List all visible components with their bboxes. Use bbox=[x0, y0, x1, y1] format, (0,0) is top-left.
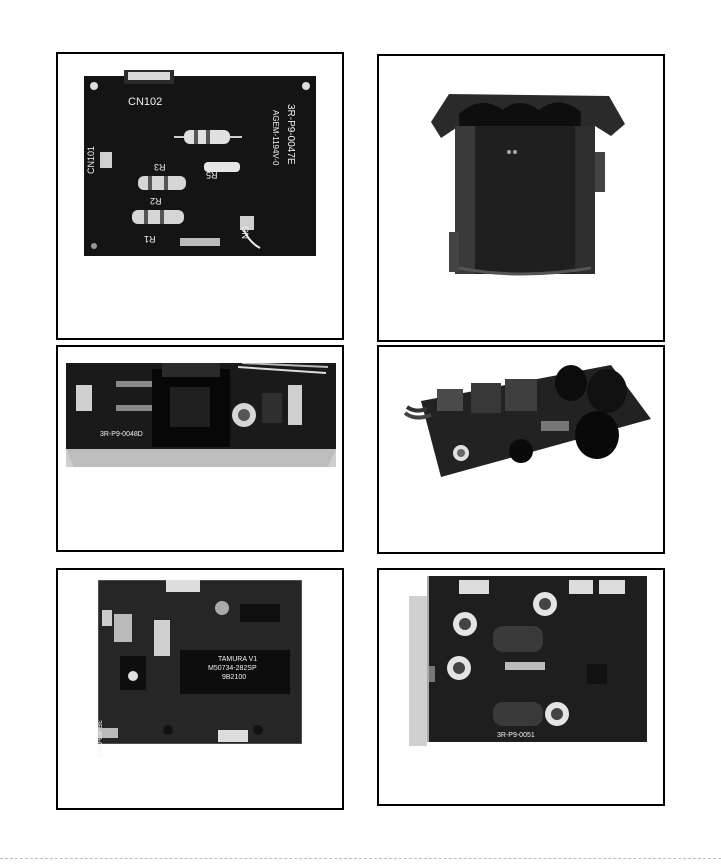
label-part-no: 3R-P9-0051 bbox=[497, 732, 535, 739]
label-cn102: CN102 bbox=[128, 96, 162, 108]
photo-controller-board bbox=[98, 580, 302, 744]
photo-filter-board bbox=[401, 361, 661, 479]
panel-2 bbox=[377, 54, 665, 342]
label-ic-line3: 9B2100 bbox=[222, 674, 246, 681]
label-r3: R3 bbox=[154, 162, 166, 172]
label-ic-line1: TAMURA V1 bbox=[218, 656, 257, 663]
panel-6: 3R-P9-0051 bbox=[377, 568, 665, 806]
label-part-no: 3R-P9-0048D bbox=[100, 431, 143, 438]
photo-inverter-board bbox=[409, 576, 649, 746]
panel-3: 3R-P9-0048D bbox=[56, 345, 344, 552]
label-r2: R2 bbox=[150, 196, 162, 206]
photo-plastic-housing bbox=[419, 82, 629, 282]
label-ic-line2: M50734-282SP bbox=[208, 665, 257, 672]
label-r1: R1 bbox=[144, 234, 156, 244]
page-bottom-rule bbox=[0, 858, 721, 859]
photo-resistor-board bbox=[84, 70, 316, 256]
label-part-no: 3R-P9-0047E bbox=[285, 104, 296, 165]
label-maker: AGEM-1194V-0 bbox=[271, 110, 280, 165]
label-cn101: CN101 bbox=[86, 146, 96, 174]
photo-transformer-board bbox=[66, 363, 336, 475]
label-part-no: 3R-P9-0071 bbox=[95, 720, 102, 758]
panel-4 bbox=[377, 345, 665, 554]
panel-1: CN102 CN101 R3 R5 R2 R1 3R-P9-0047E AGEM… bbox=[56, 52, 344, 340]
panel-5: TAMURA V1 M50734-282SP 9B2100 3R-P9-0071 bbox=[56, 568, 344, 810]
label-r5: R5 bbox=[206, 170, 218, 180]
label-cn: CN bbox=[240, 226, 250, 239]
